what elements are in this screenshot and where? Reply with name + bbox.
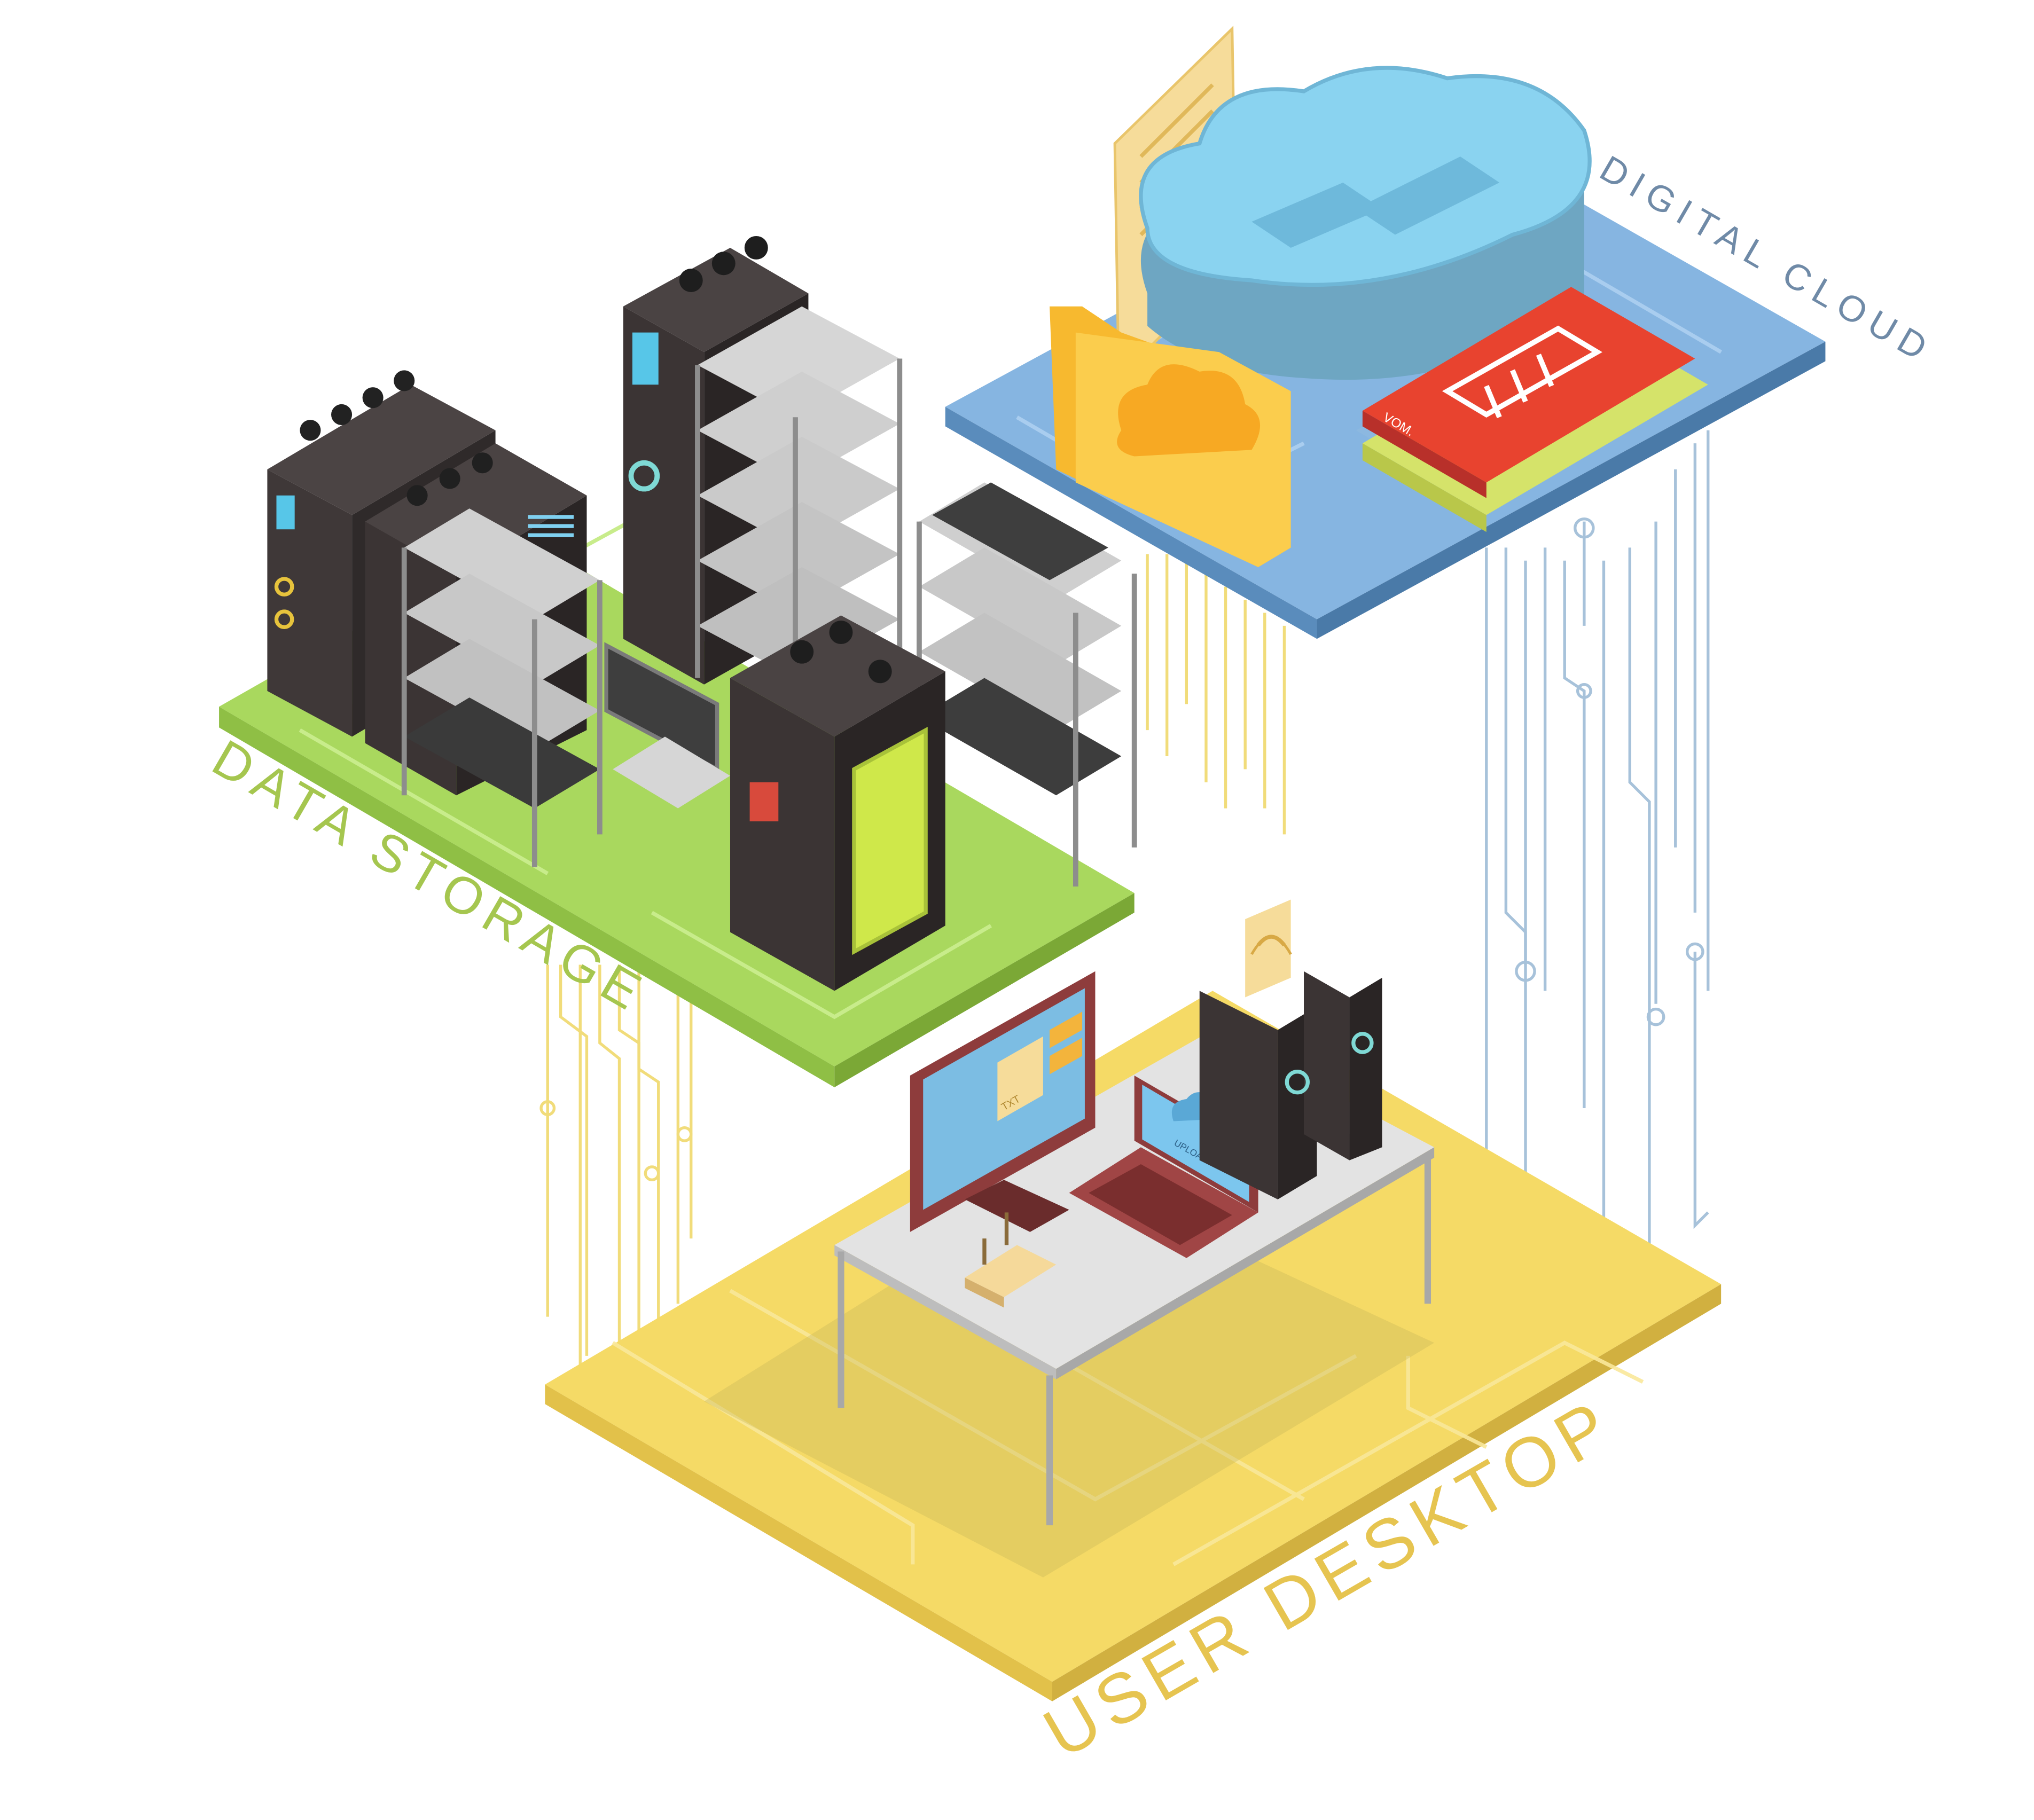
- router: [965, 1212, 1057, 1308]
- circuit-wires-blue: [1485, 430, 1710, 1291]
- rack-shelves-left: [401, 508, 603, 867]
- circuit-wires-yellow: [539, 554, 1286, 1395]
- film-strip-icon: VOM.: [1362, 287, 1708, 532]
- rack-shelves-right: [917, 482, 1137, 887]
- workstation-monitor: [604, 642, 730, 809]
- cloud-icon: [1139, 66, 1592, 380]
- wifi-antenna-icon: [1245, 899, 1292, 998]
- desktop-tower-servers: [1199, 971, 1382, 1199]
- document-icon: TXT: [997, 1036, 1043, 1121]
- desktop-monitor: TXT: [910, 971, 1096, 1232]
- rack-shelves-center: [695, 306, 903, 731]
- server-cabinet-front: [730, 615, 945, 991]
- folder-cloud-icon: [1050, 306, 1291, 568]
